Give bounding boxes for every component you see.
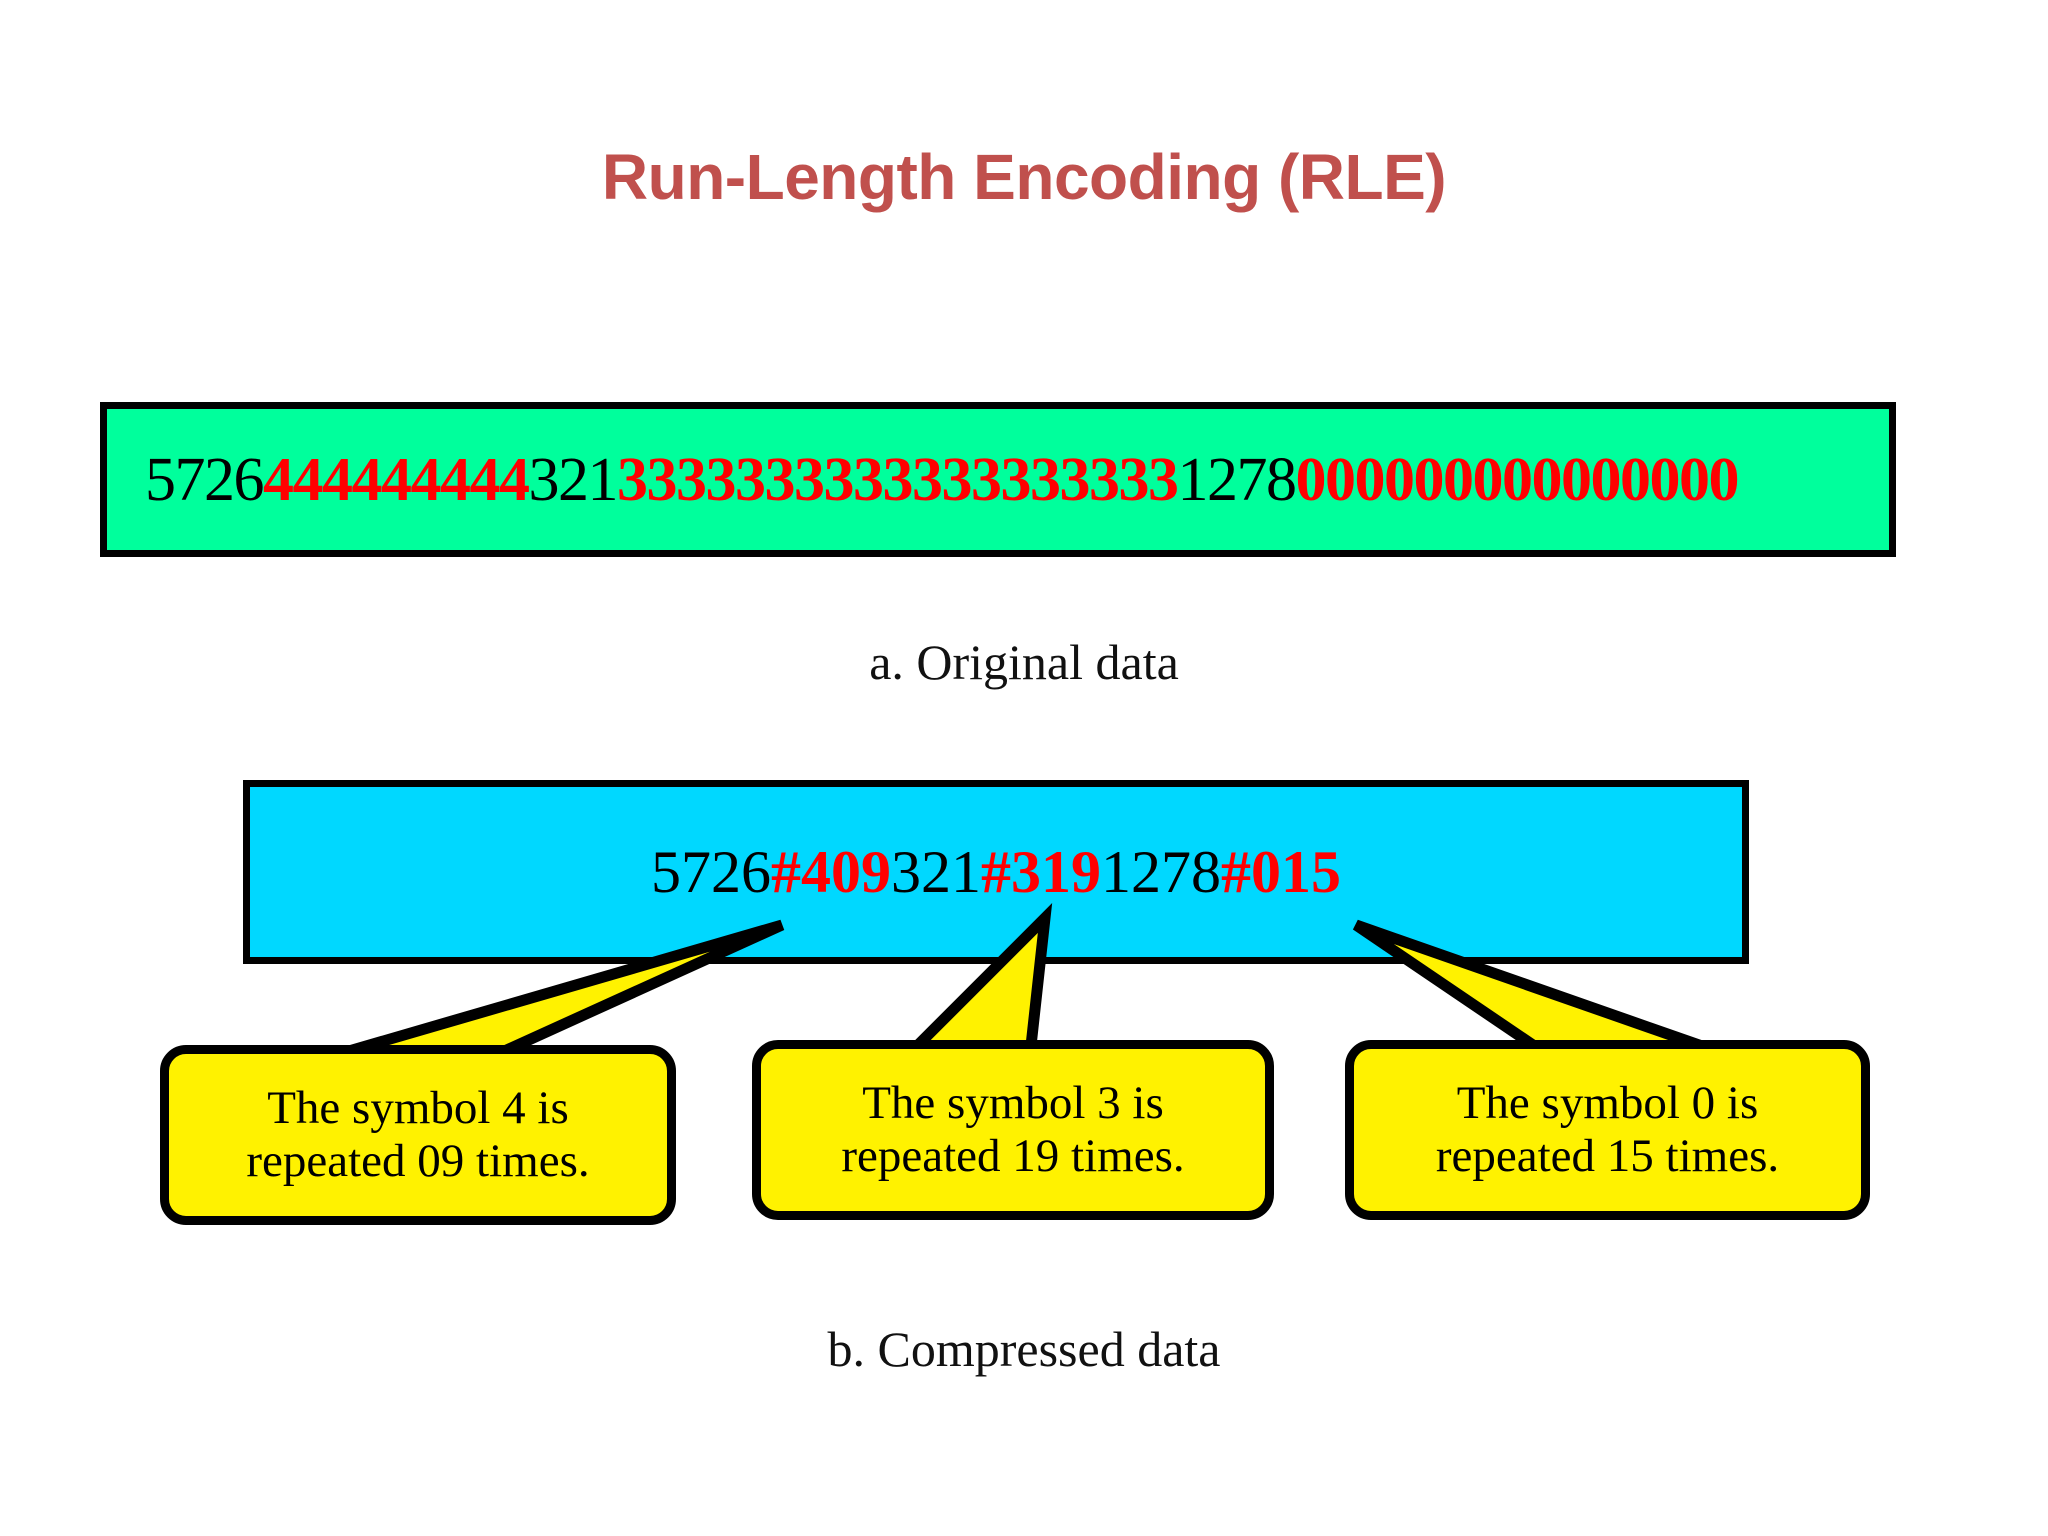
compressed-segment-5: 1278 — [1101, 839, 1221, 905]
compressed-segment-3: 321 — [891, 839, 981, 905]
compressed-segment-1: 5726 — [651, 839, 771, 905]
original-data-box: 5726444444444321333333333333333333312780… — [100, 402, 1896, 557]
callout-symbol-0-line2: repeated 15 times. — [1435, 1130, 1780, 1182]
callout-symbol-0[interactable]: The symbol 0 is repeated 15 times. — [1345, 1040, 1870, 1220]
compressed-data-string: 5726#409321#3191278#015 — [651, 842, 1341, 902]
compressed-segment-6: #015 — [1221, 839, 1341, 905]
page-title: Run-Length Encoding (RLE) — [601, 141, 1447, 213]
compressed-data-box: 5726#409321#3191278#015 — [243, 780, 1749, 964]
original-data-string: 5726444444444321333333333333333333312780… — [107, 445, 1740, 514]
original-segment-6: 000000000000000 — [1295, 445, 1740, 514]
callout-symbol-4-line2: repeated 09 times. — [246, 1135, 590, 1187]
callout-symbol-3[interactable]: The symbol 3 is repeated 19 times. — [752, 1040, 1274, 1220]
original-segment-3: 321 — [528, 445, 619, 514]
original-segment-4: 3333333333333333333 — [617, 445, 1179, 514]
compressed-segment-2: #409 — [771, 839, 891, 905]
callout-symbol-3-line2: repeated 19 times. — [841, 1130, 1185, 1182]
compressed-segment-4: #319 — [981, 839, 1101, 905]
callout-symbol-4[interactable]: The symbol 4 is repeated 09 times. — [160, 1045, 676, 1225]
callout-symbol-0-line1: The symbol 0 is — [1456, 1077, 1759, 1130]
original-segment-2: 444444444 — [263, 445, 530, 514]
original-segment-5: 1278 — [1177, 445, 1298, 514]
caption-compressed-data: b. Compressed data — [827, 1321, 1221, 1377]
callout-symbol-4-line1: The symbol 4 is — [267, 1082, 569, 1135]
caption-original-data: a. Original data — [869, 634, 1179, 690]
original-segment-1: 5726 — [145, 445, 265, 514]
callout-symbol-3-line1: The symbol 3 is — [862, 1077, 1164, 1130]
